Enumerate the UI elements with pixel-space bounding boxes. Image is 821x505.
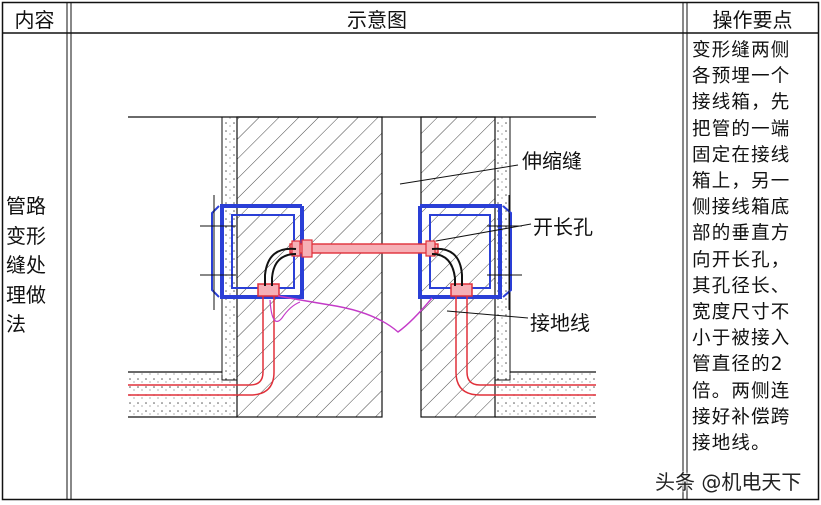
anchor-ticks [200,195,522,310]
callout-leaders [399,164,532,319]
right-wall [420,116,511,418]
header-diagram: 示意图 [347,7,407,32]
header-content: 内容 [14,7,55,32]
label-joint: 伸缩缝 [522,149,582,173]
left-vertical-pipe [128,283,280,396]
operation-text: 变形缝两侧各预埋一个接线箱，先把管的一端固定在接线箱上，另一侧接线箱底部的垂直方… [692,40,791,455]
left-junction-box [211,204,304,299]
box-wiring [264,247,463,286]
ground-wire [277,295,433,333]
left-wall [221,116,383,418]
right-junction-box [418,204,512,299]
watermark: 头条 @机电天下 [655,470,802,494]
row-label: 管路变形缝处理做法 [6,194,46,336]
label-slot: 开长孔 [533,215,593,239]
header-operation: 操作要点 [712,7,793,32]
label-ground: 接地线 [530,311,590,335]
